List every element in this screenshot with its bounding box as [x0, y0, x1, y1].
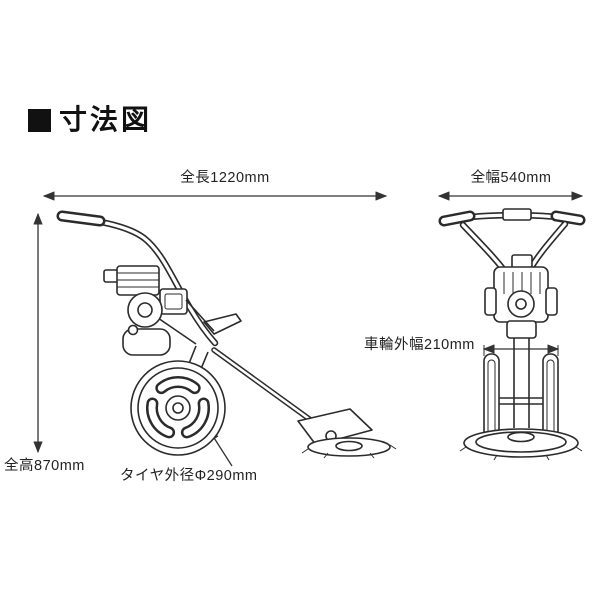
title-square-marker — [28, 108, 51, 132]
page-title-text: 寸法図 — [59, 104, 153, 135]
tire-diameter-label: タイヤ外径Φ290mm — [120, 468, 258, 484]
rear-view-drawing — [438, 208, 586, 461]
page-title: 寸法図 — [28, 106, 152, 134]
overall-height-label: 全高870mm — [4, 458, 85, 474]
wheel-outer-width-label: 車輪外幅210mm — [364, 337, 475, 353]
overall-length-label: 全長1220mm — [180, 170, 270, 186]
side-view-drawing — [56, 210, 397, 459]
overall-width-label: 全幅540mm — [470, 170, 552, 186]
wheel-outer-width-dimension-arrow — [482, 344, 560, 356]
